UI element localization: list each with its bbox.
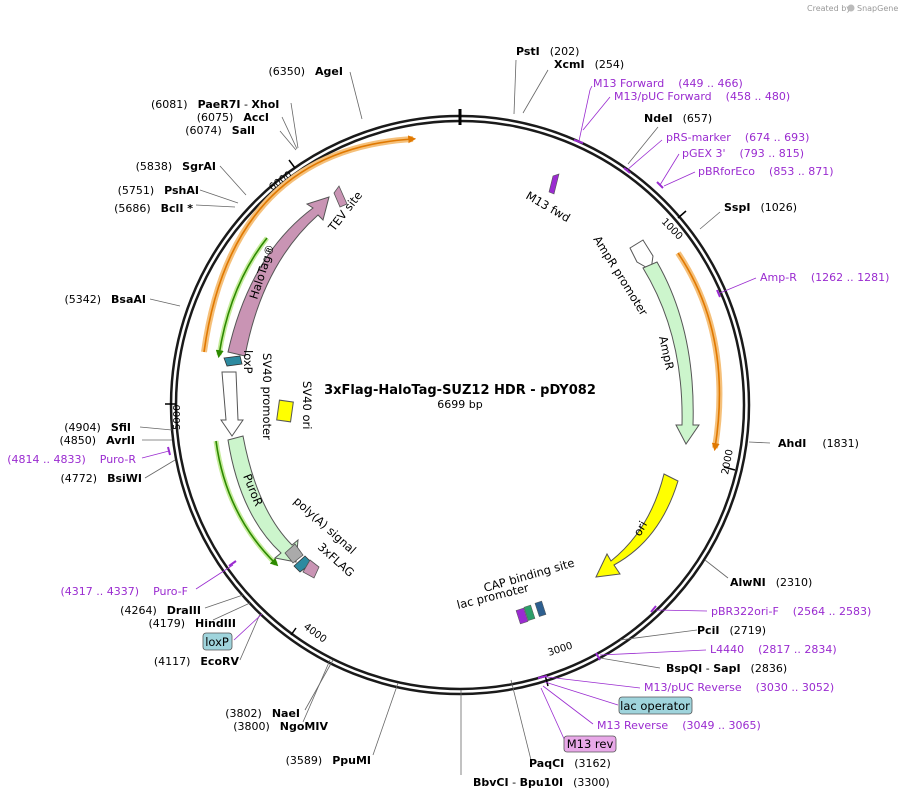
tick-5000: 5000 xyxy=(165,403,183,430)
ori-label: ori xyxy=(630,519,650,539)
site-sspI: SspI(1026) xyxy=(724,201,797,214)
site-ndeI: NdeI(657) xyxy=(644,112,712,125)
site-paeR7I-xhoI: (6081)PaeR7I - XhoI xyxy=(151,98,279,111)
feature-lac-region: CAP binding site lac promoter xyxy=(455,556,576,625)
loxp-inner-label: loxP xyxy=(241,350,255,374)
plasmid-size: 6699 bp xyxy=(437,398,482,411)
orf-arcs xyxy=(201,135,723,567)
ampr-label: AmpR xyxy=(656,335,677,372)
site-ppuMI: (3589)PpuMI xyxy=(286,754,371,767)
site-pciI: PciI(2719) xyxy=(697,624,766,637)
feature-ampr: AmpR xyxy=(642,261,700,445)
feature-tev-site: TEV site xyxy=(325,185,365,235)
feature-m13-fwd: M13 fwd xyxy=(524,173,573,225)
site-pshAI: (5751)PshAI xyxy=(118,184,199,197)
sv40-ori-label: SV40 ori xyxy=(300,381,314,429)
site-bsiWI: (4772)BsiWI xyxy=(60,472,142,485)
primer-m13-puc-forward: M13/pUC Forward(458 .. 480) xyxy=(614,90,790,103)
tick-2000: 2000 xyxy=(720,448,736,475)
feature-ori: ori xyxy=(595,473,679,578)
brand-label: SnapGene xyxy=(857,4,898,13)
site-avrII: (4850)AvrII xyxy=(60,434,135,447)
primer-puro-r: (4814 .. 4833)Puro-R xyxy=(7,453,136,466)
primer-m13-reverse: M13 Reverse(3049 .. 3065) xyxy=(597,719,761,732)
tick-4000: 4000 xyxy=(290,622,328,645)
site-ahdI: AhdI(1831) xyxy=(778,437,859,450)
feature-ampr-promoter: AmpR promoter xyxy=(590,233,654,318)
site-labels-left: (3589)PpuMI (3802)NaeI (3800)NgoMIV (411… xyxy=(60,65,371,767)
snapgene-logo-icon xyxy=(847,4,855,12)
site-salI: (6074)SalI xyxy=(185,124,255,137)
primer-m13-puc-reverse: M13/pUC Reverse(3030 .. 3052) xyxy=(644,681,834,694)
tick-label-1000: 1000 xyxy=(659,216,685,242)
feature-sv40-promoter: SV40 promoter xyxy=(220,353,274,440)
boxed-labels: lac operator M13 rev loxP xyxy=(202,632,693,753)
m13-fwd-label: M13 fwd xyxy=(524,188,573,225)
orf-puror-arc xyxy=(215,440,279,567)
site-bsaAI: (5342)BsaAI xyxy=(64,293,146,306)
lac-operator-box: lac operator xyxy=(618,696,693,715)
feature-loxp-inner: loxP xyxy=(223,350,255,374)
created-by-label: Created by xyxy=(807,4,851,13)
primer-puro-f: (4317 .. 4337)Puro-F xyxy=(61,585,189,598)
primer-pbrforeco: pBRforEco(853 .. 871) xyxy=(698,165,834,178)
site-ecoRV: (4117)EcoRV xyxy=(154,655,240,668)
primer-pbr322ori-f: pBR322ori-F(2564 .. 2583) xyxy=(711,605,871,618)
site-paqCI: PaqCI(3162) xyxy=(529,757,611,770)
site-xcmI: XcmI(254) xyxy=(554,58,624,71)
loxp-box-label: loxP xyxy=(205,635,229,649)
tick-label-3000: 3000 xyxy=(547,641,575,659)
backbone xyxy=(169,109,751,696)
feature-puror: PuroR xyxy=(227,435,299,563)
site-alwNI: AlwNI(2310) xyxy=(730,576,812,589)
primer-pgex3: pGEX 3'(793 .. 815) xyxy=(682,147,804,160)
m13-rev-box: M13 rev xyxy=(563,735,617,753)
orf-top-arc xyxy=(203,135,417,353)
feature-sv40-ori: SV40 ori xyxy=(276,381,314,429)
site-ngoMIV: (3800)NgoMIV xyxy=(233,720,328,733)
primer-amp-r: Amp-R(1262 .. 1281) xyxy=(760,271,889,284)
site-sgrAI: (5838)SgrAI xyxy=(136,160,216,173)
lac-operator-label: lac operator xyxy=(620,699,690,713)
loxp-box: loxP xyxy=(202,632,233,651)
orf-right-arc xyxy=(677,252,721,452)
orf-halotag-arc xyxy=(215,237,268,359)
tick-label-2000: 2000 xyxy=(720,448,736,475)
site-sfiI: (4904)SfiI xyxy=(64,421,131,434)
plasmid-title: 3xFlag-HaloTag-SUZ12 HDR - pDY082 xyxy=(324,383,596,398)
site-bclI: (5686)BclI * xyxy=(114,202,193,215)
m13-rev-label: M13 rev xyxy=(567,737,614,751)
snapgene-watermark: Created by SnapGene xyxy=(807,4,898,13)
site-labels-right: PstI(202) XcmI(254) NdeI(657) SspI(1026)… xyxy=(473,45,859,789)
primer-labels: M13 Forward(449 .. 466) M13/pUC Forward(… xyxy=(7,77,889,732)
primer-prs-marker: pRS-marker(674 .. 693) xyxy=(666,131,809,144)
site-draIII: (4264)DraIII xyxy=(120,604,201,617)
primer-m13-forward: M13 Forward(449 .. 466) xyxy=(593,77,743,90)
primer-l4440: L4440(2817 .. 2834) xyxy=(710,643,837,656)
site-accI: (6075)AccI xyxy=(197,111,269,124)
site-ageI: (6350)AgeI xyxy=(268,65,343,78)
site-bspQI-sapI: BspQI - SapI(2836) xyxy=(666,662,787,675)
primer-leaders xyxy=(141,85,757,742)
site-hindIII: (4179)HindIII xyxy=(148,617,236,630)
primer-marks xyxy=(167,139,721,679)
tev-site-label: TEV site xyxy=(325,189,365,235)
site-bbvCI-bpu10I: BbvCI - Bpu10I(3300) xyxy=(473,776,610,789)
position-ticks: 1000 2000 3000 4000 5000 6000 xyxy=(165,159,736,687)
site-pstI: PstI(202) xyxy=(516,45,579,58)
sv40-promoter-label: SV40 promoter xyxy=(260,353,274,440)
tick-label-5000: 5000 xyxy=(172,405,183,430)
leader-lines xyxy=(139,59,771,775)
site-naeI: (3802)NaeI xyxy=(225,707,300,720)
